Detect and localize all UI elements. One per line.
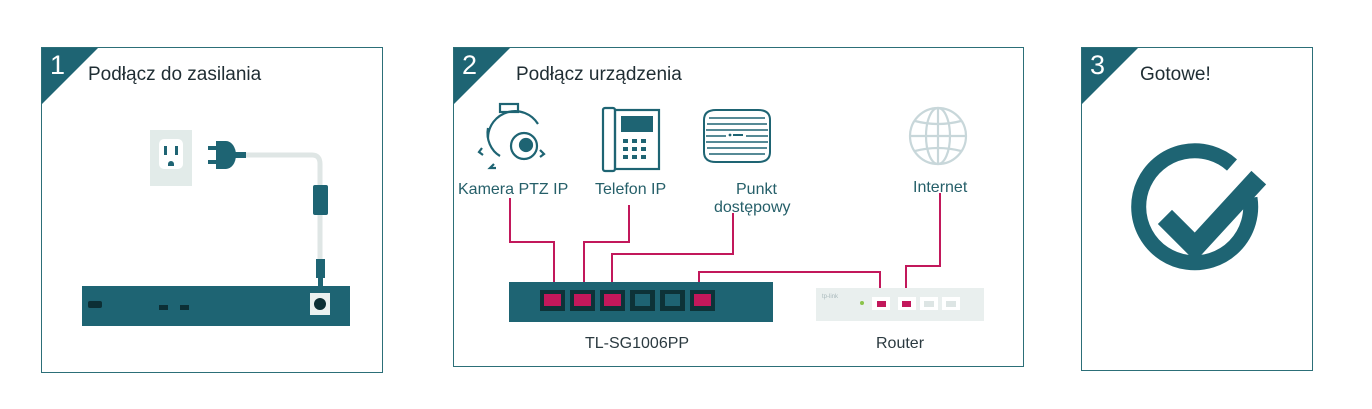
step-1-title: Podłącz do zasilania xyxy=(88,64,262,85)
step-2-corner-badge xyxy=(454,48,510,104)
power-connection-illustration xyxy=(82,130,350,326)
step-3-number: 3 xyxy=(1090,50,1106,80)
switch-port xyxy=(600,290,625,311)
step-3-panel: 3 Gotowe! xyxy=(1081,47,1313,371)
switch-port xyxy=(660,290,685,311)
step-3-title: Gotowe! xyxy=(1140,64,1211,85)
step-1-panel: 1 Podłącz do zasilania xyxy=(41,47,383,373)
step-2-number: 2 xyxy=(462,50,478,80)
access-point-icon xyxy=(703,109,771,163)
network-cables xyxy=(509,193,941,299)
cable-ferrite xyxy=(313,185,328,215)
ip-phone-icon xyxy=(601,106,661,173)
checkmark-icon xyxy=(1131,143,1267,271)
camera-label: Kamera PTZ IP xyxy=(458,181,569,198)
router-label: Router xyxy=(876,335,925,352)
switch-back-panel xyxy=(82,286,350,326)
step-3-corner-badge xyxy=(1082,48,1138,104)
switch-port xyxy=(690,290,715,311)
ptz-camera-icon xyxy=(477,102,546,170)
power-plug-icon xyxy=(208,141,246,169)
router-logo: tp-link xyxy=(822,294,839,300)
switch-port xyxy=(540,290,565,311)
internet-label: Internet xyxy=(913,179,968,196)
step-1-number: 1 xyxy=(50,50,66,80)
step-2-title: Podłącz urządzenia xyxy=(516,64,682,85)
access-point-label-line2: dostępowy xyxy=(714,199,791,216)
switch-port xyxy=(630,290,655,311)
step-2-panel: 2 Podłącz urządzenia xyxy=(453,47,1024,367)
switch-label: TL-SG1006PP xyxy=(585,335,690,352)
access-point-label-line1: Punkt xyxy=(736,181,777,198)
router-device: tp-link xyxy=(816,288,984,321)
globe-icon xyxy=(908,106,968,166)
step-1-corner-badge xyxy=(42,48,98,104)
device-connection-illustration: tp-link xyxy=(477,102,984,322)
power-outlet-icon xyxy=(150,130,192,186)
phone-label: Telefon IP xyxy=(595,181,667,198)
switch-port xyxy=(570,290,595,311)
switch-device xyxy=(509,282,773,322)
